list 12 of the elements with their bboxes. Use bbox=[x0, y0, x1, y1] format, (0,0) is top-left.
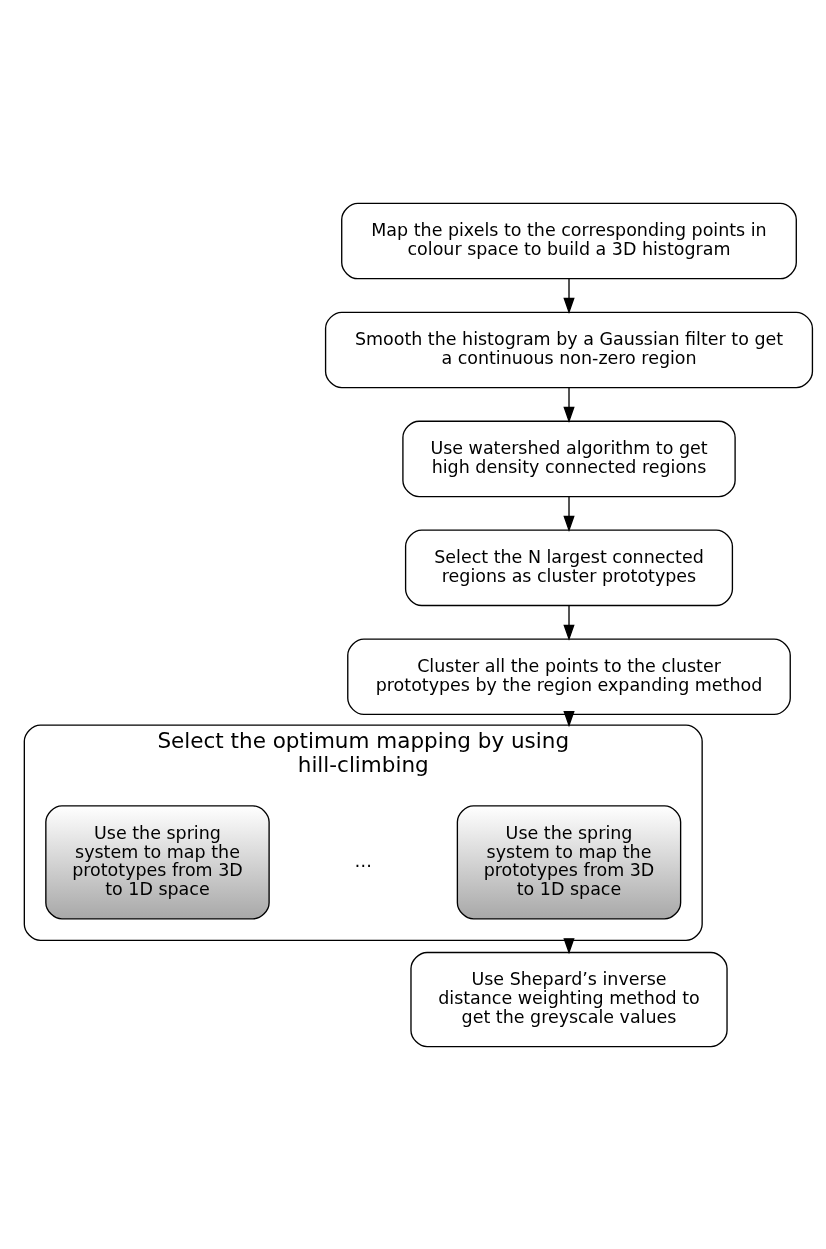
node-box: Smooth the histogram by a Gaussian filter to get a continuous non-zero region bbox=[324, 311, 814, 388]
arrow bbox=[563, 386, 575, 423]
node-box: Use Shepard’s inverse distance weighting method to get the greyscale values bbox=[410, 951, 728, 1047]
arrow bbox=[563, 495, 575, 532]
node-box: Select the N largest connected regions as cluster prototypes bbox=[404, 529, 734, 606]
arrow bbox=[563, 604, 575, 641]
arrow bbox=[563, 277, 575, 314]
node-box: Use the spring system to map the prototypes from 3D to 1D space bbox=[45, 804, 270, 920]
node-box: Map the pixels to the corresponding points in colour space to build a 3D histogram bbox=[341, 202, 797, 279]
node-box: Use watershed algorithm to get high density connected regions bbox=[402, 420, 736, 497]
label: … bbox=[354, 850, 372, 871]
node-box: Use the spring system to map the prototypes from 3D to 1D space bbox=[456, 804, 682, 920]
